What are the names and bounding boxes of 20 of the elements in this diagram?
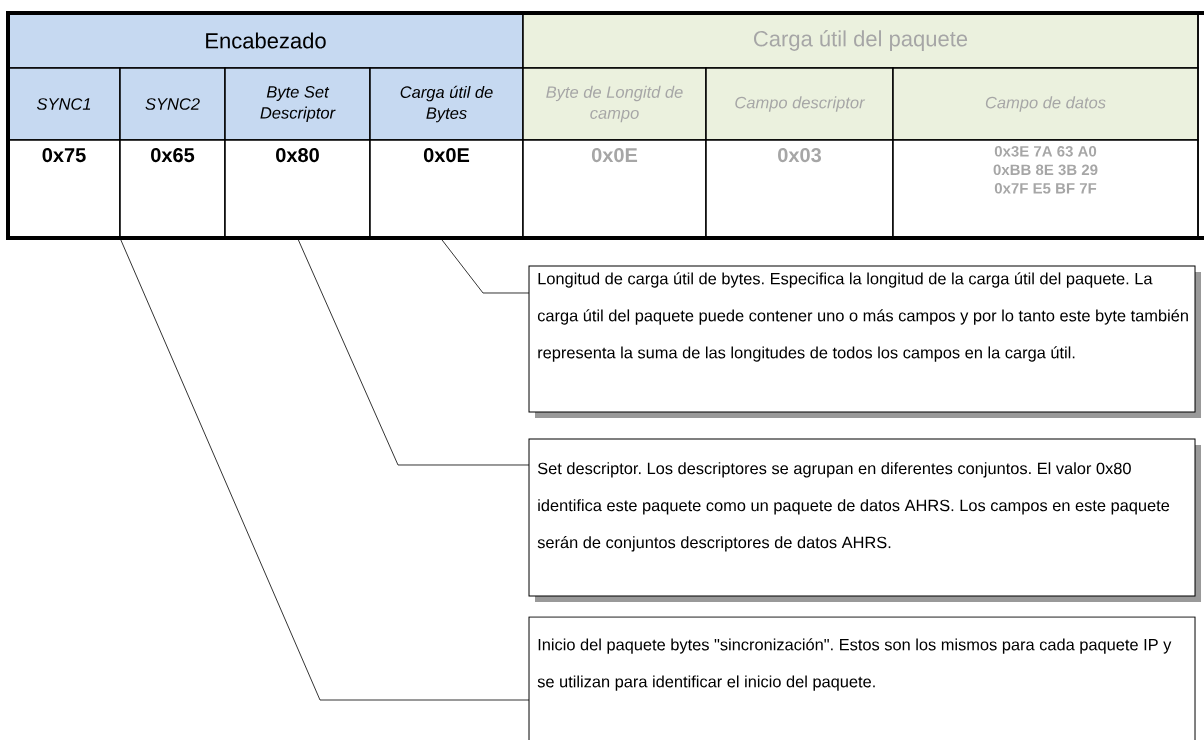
callout-box: Longitud de carga útil de bytes. Especifica la longitud de la carga útil del paquete. La carga útil del paquete puede contener uno o más campos y por lo tanto este byte también representa la suma de las longitudes de todos los campos en la carga útil. [528, 265, 1201, 418]
column-header-cell: Byte de Longitd de campo [522, 67, 707, 141]
value-cell: 0x0E [369, 139, 524, 239]
value-cell: 0x65 [119, 139, 226, 239]
column-header-cell: Campo de datos [892, 67, 1199, 141]
callout-box: Set descriptor. Los descriptores se agrupan en diferentes conjuntos. El valor 0x80 identifica este paquete como un paquete de datos AHRS. Los campos en este paquete serán de conjuntos descriptores de datos AHRS. [528, 438, 1201, 602]
column-header-cell: SYNC2 [119, 67, 226, 141]
column-header-cell: Carga útil de Bytes [369, 67, 524, 141]
value-cell: 0x03 [705, 139, 894, 239]
column-header-cell: SYNC1 [7, 67, 121, 141]
leader-line [119, 237, 530, 701]
value-cell: 0x80 [224, 139, 371, 239]
value-cell: 0x75 [7, 139, 121, 239]
value-cell: 0x0E [522, 139, 707, 239]
leader-line [440, 237, 530, 294]
leader-line [297, 237, 530, 466]
value-cell: 0x3E 7A 63 A0 0xBB 8E 3B 29 0x7F E5 BF 7F [892, 139, 1199, 239]
column-header-cell: Byte Set Descriptor [224, 67, 371, 141]
callout-box: Inicio del paquete bytes "sincronización". Estos son los mismos para cada paquete IP y se utilizan para identificar el inicio del paquete. [528, 616, 1196, 740]
column-header-cell: Campo descriptor [705, 67, 894, 141]
